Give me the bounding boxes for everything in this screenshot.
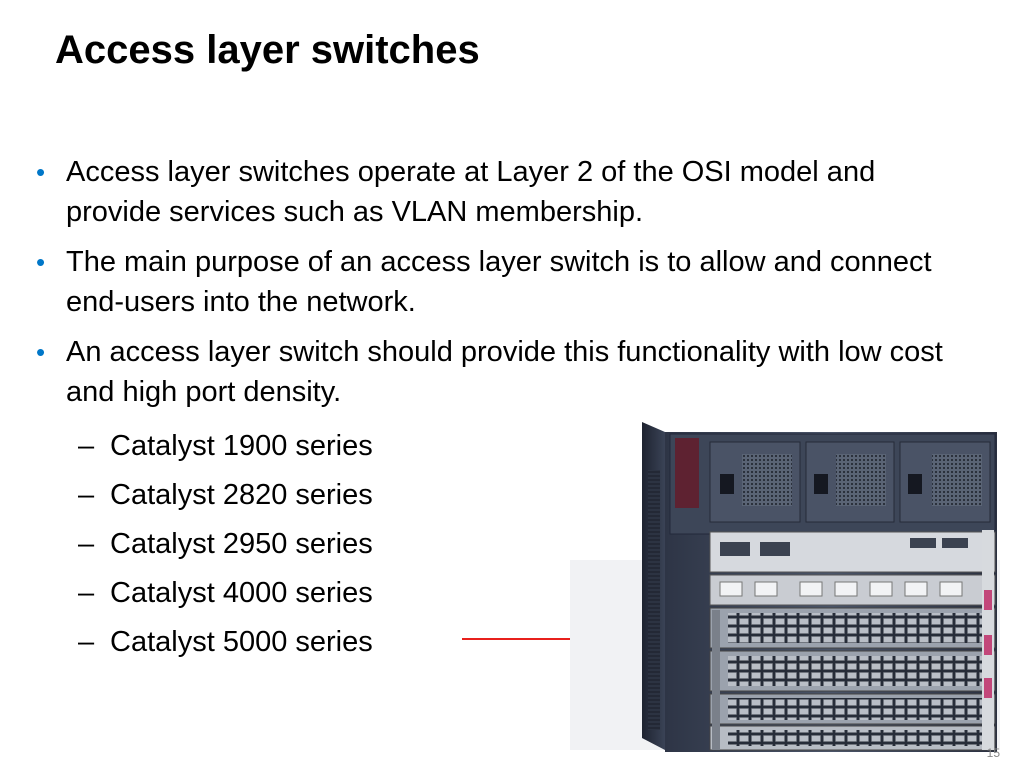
bullet-list: • Access layer switches operate at Layer … xyxy=(30,152,970,422)
bullet-item: • Access layer switches operate at Layer … xyxy=(30,152,970,232)
bullet-marker: • xyxy=(36,247,46,277)
sub-bullet-text: Catalyst 2950 series xyxy=(110,528,373,560)
slide-title: Access layer switches xyxy=(55,28,480,72)
bullet-marker: • xyxy=(36,337,46,367)
switch-chassis-photo xyxy=(570,422,1000,752)
sub-bullet-item: –Catalyst 5000 series xyxy=(78,618,373,667)
bullet-text: Access layer switches operate at Layer 2… xyxy=(66,156,876,228)
sub-marker: – xyxy=(78,479,95,511)
bullet-text: An access layer switch should provide th… xyxy=(66,336,943,408)
bullet-item: • The main purpose of an access layer swi… xyxy=(30,242,970,322)
sub-bullet-text: Catalyst 2820 series xyxy=(110,479,373,511)
sub-marker: – xyxy=(78,626,95,658)
page-number: 15 xyxy=(986,746,1000,760)
sub-bullet-item: –Catalyst 2950 series xyxy=(78,520,373,569)
bullet-text: The main purpose of an access layer swit… xyxy=(66,246,932,318)
sub-bullet-text: Catalyst 5000 series xyxy=(110,626,373,658)
bullet-marker: • xyxy=(36,157,46,187)
sub-bullet-text: Catalyst 1900 series xyxy=(110,430,373,462)
sub-bullet-item: –Catalyst 2820 series xyxy=(78,471,373,520)
sub-bullet-text: Catalyst 4000 series xyxy=(110,577,373,609)
sub-marker: – xyxy=(78,577,95,609)
sub-marker: – xyxy=(78,430,95,462)
sub-bullet-item: –Catalyst 4000 series xyxy=(78,569,373,618)
sub-bullet-list: –Catalyst 1900 series –Catalyst 2820 ser… xyxy=(78,422,373,667)
sub-bullet-item: –Catalyst 1900 series xyxy=(78,422,373,471)
sub-marker: – xyxy=(78,528,95,560)
bullet-item: • An access layer switch should provide t… xyxy=(30,332,970,412)
